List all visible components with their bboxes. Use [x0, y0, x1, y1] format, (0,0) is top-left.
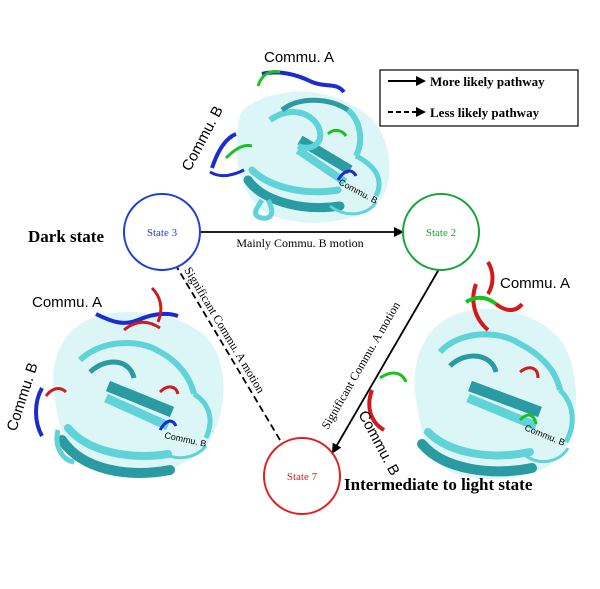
edge-label-state3-state2: Mainly Commu. B motion [236, 236, 363, 250]
protein-structure-top [209, 70, 390, 223]
edge-state2-state7 [331, 263, 443, 454]
state-node-3: State 3 [123, 193, 201, 271]
left-commu-a-label: Commu. A [32, 294, 102, 311]
legend-solid-label: More likely pathway [430, 74, 545, 89]
legend-box [379, 69, 579, 127]
state-2-label: State 2 [426, 227, 456, 239]
top-commu-a-label: Commu. A [264, 49, 334, 66]
legend-dashed-label: Less likely pathway [430, 105, 540, 120]
protein-structure-right [367, 260, 577, 480]
state-2-circle [402, 193, 480, 271]
intermediate-state-label: Intermediate to light state [344, 475, 533, 494]
top-commu-b-label: Commu. B [179, 103, 227, 174]
state-7-label: State 7 [287, 471, 318, 483]
right-commu-b-label: Commu. B [354, 408, 402, 479]
state-3-label: State 3 [147, 227, 178, 239]
edge-state3-state7 [174, 263, 288, 452]
right-commu-a-label: Commu. A [500, 275, 570, 292]
legend: More likely pathway Less likely pathway [379, 69, 579, 127]
state-3-circle [123, 193, 201, 271]
state-node-2: State 2 [402, 193, 480, 271]
state-node-7: State 7 [263, 437, 341, 515]
protein-structure-left [34, 286, 224, 478]
state-7-circle [263, 437, 341, 515]
dark-state-label: Dark state [28, 227, 104, 246]
